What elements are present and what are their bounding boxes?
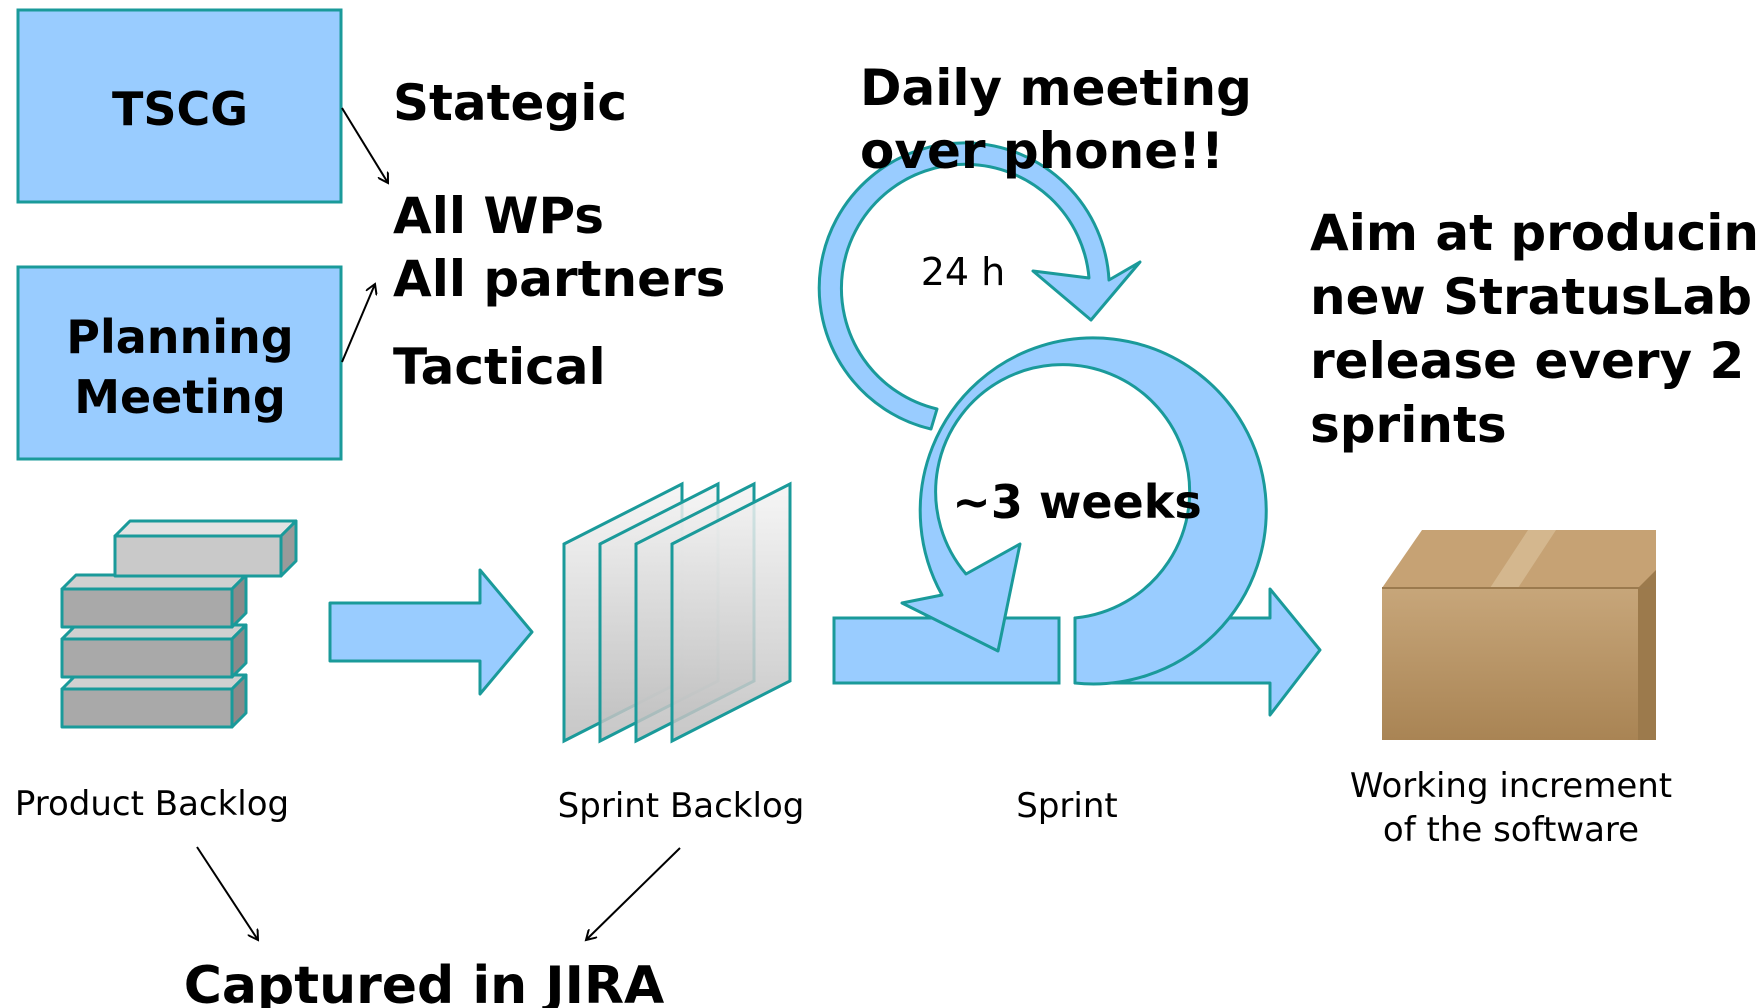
all-partners-label: All partners	[393, 250, 725, 308]
planning-meeting-label-line2: Meeting	[74, 370, 286, 424]
sprint-duration-label: ~3 weeks	[952, 475, 1201, 529]
tactical-label: Tactical	[393, 338, 606, 396]
daily-meeting-line2: over phone!!	[860, 122, 1224, 180]
tscg-box	[16, 8, 343, 204]
planning-meeting-box	[16, 265, 343, 461]
all-wps-label: All WPs	[393, 187, 604, 245]
sprint-to-jira-arrow	[586, 847, 681, 940]
daily-cycle-arrow	[817, 141, 1142, 431]
sprint-backlog-label: Sprint Backlog	[558, 786, 805, 826]
sprint-cycle-arrow	[900, 336, 1268, 686]
sprint-entry-bar	[832, 616, 1061, 685]
sprint-backlog-icon	[562, 481, 792, 744]
aim-line4: sprints	[1310, 396, 1507, 454]
product-to-jira-arrow	[196, 846, 258, 940]
aim-line3: release every 2	[1310, 332, 1744, 390]
captured-in-jira-label: Captured in JIRA	[184, 956, 665, 1008]
aim-line1: Aim at producing	[1310, 204, 1757, 262]
working-increment-line2: of the software	[1383, 810, 1639, 850]
planning-connector-arrow	[341, 284, 375, 363]
tscg-label: TSCG	[112, 82, 248, 136]
product-backlog-icon	[60, 519, 298, 729]
product-backlog-label: Product Backlog	[15, 784, 289, 824]
strategic-label: Stategic	[393, 74, 627, 132]
daily-cycle-label: 24 h	[921, 250, 1006, 294]
tscg-connector-arrow	[341, 107, 388, 183]
daily-meeting-line1: Daily meeting	[860, 59, 1252, 117]
working-increment-line1: Working increment	[1350, 766, 1672, 806]
planning-meeting-label-line1: Planning	[66, 310, 293, 364]
sprint-label: Sprint	[1016, 786, 1117, 826]
software-package-icon	[1382, 530, 1656, 740]
aim-line2: new StratusLab	[1310, 268, 1752, 326]
backlog-flow-arrow	[328, 568, 534, 696]
